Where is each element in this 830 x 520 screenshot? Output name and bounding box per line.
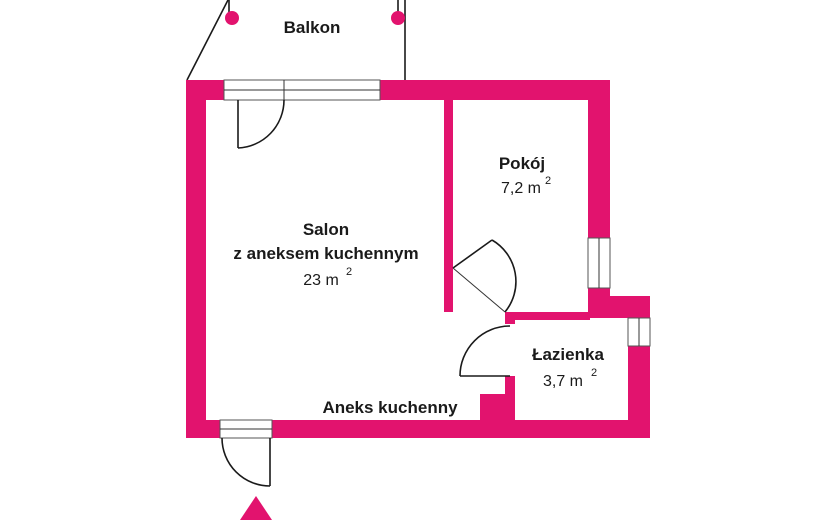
bathroom-area: 3,7 m: [543, 373, 583, 390]
kitchenette-label: Aneks kuchenny: [322, 398, 458, 417]
entrance-door-swing: [221, 437, 271, 487]
bedroom-window: [587, 237, 611, 289]
living-room-label: Salon: [303, 220, 349, 239]
bedroom-label: Pokój: [499, 154, 545, 173]
interior-walls: [444, 98, 590, 426]
living-room-subtitle: z aneksem kuchennym: [233, 244, 418, 263]
bedroom-area-unit-sup: 2: [545, 175, 551, 187]
bathroom-area-unit-sup: 2: [591, 367, 597, 379]
bedroom-area: 7,2 m: [501, 180, 541, 197]
bathroom-label: Łazienka: [532, 345, 604, 364]
living-room-area: 23 m: [303, 272, 339, 289]
balcony-door-opening: [223, 79, 381, 101]
balcony-outline: [186, 0, 406, 81]
bathroom-window: [627, 317, 651, 347]
bedroom-door-swing: [452, 239, 517, 313]
balcony-railing-post-icon: [391, 11, 405, 25]
balcony-label: Balkon: [284, 18, 341, 37]
exterior-walls: [186, 80, 650, 438]
living-room-area-unit-sup: 2: [346, 266, 352, 278]
balcony-door-swing: [237, 99, 285, 149]
balcony-railing-post-icon: [225, 11, 239, 25]
entrance-opening: [219, 419, 273, 439]
bathroom-door-swing: [459, 325, 511, 377]
entrance-arrow-icon: [240, 496, 272, 520]
